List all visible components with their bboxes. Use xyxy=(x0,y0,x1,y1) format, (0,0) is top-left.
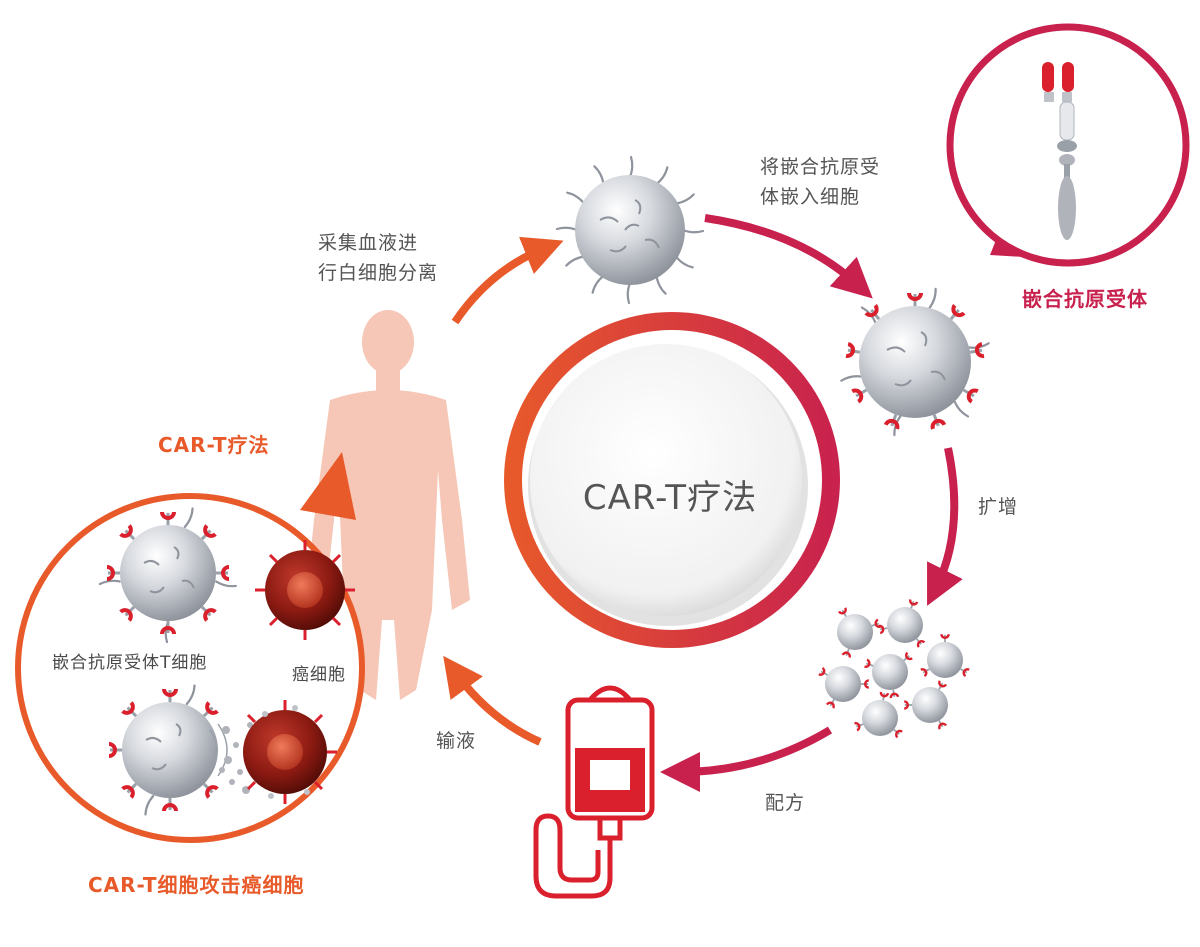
arrow-collect xyxy=(451,236,564,325)
iv-bag-icon xyxy=(533,685,655,899)
car-t-cell-label: 嵌合抗原受体T细胞 xyxy=(52,653,208,673)
center-title: CAR-T疗法 xyxy=(582,478,758,518)
arrow-infuse xyxy=(443,655,542,746)
white-blood-cell xyxy=(555,155,705,305)
step-expand-label: 扩增 xyxy=(978,496,1019,518)
receptor-callout-label: 嵌合抗原受体 xyxy=(1022,287,1148,311)
step-formulate-label: 配方 xyxy=(765,792,806,814)
arrow-formulate xyxy=(660,726,833,792)
arrow-insert xyxy=(704,214,873,299)
step-collect-label: 采集血液进 行白细胞分离 xyxy=(318,232,439,284)
attack-caption: CAR-T细胞攻击癌细胞 xyxy=(88,873,305,897)
car-t-cell-example xyxy=(98,507,238,644)
expanded-cell-cluster xyxy=(817,598,971,739)
receptor-callout xyxy=(946,23,1190,267)
arrow-expand xyxy=(927,447,963,606)
attack-scene xyxy=(107,684,337,816)
car-t-cell-engineered xyxy=(839,287,991,437)
step-insert-label: 将嵌合抗原受 体嵌入细胞 xyxy=(760,156,881,208)
cancer-cell-label: 癌细胞 xyxy=(292,665,346,685)
center-ring xyxy=(504,312,840,648)
therapy-callout-label: CAR-T疗法 xyxy=(158,433,270,457)
step-infuse-label: 输液 xyxy=(436,730,477,752)
cancer-cell-example xyxy=(255,540,355,640)
